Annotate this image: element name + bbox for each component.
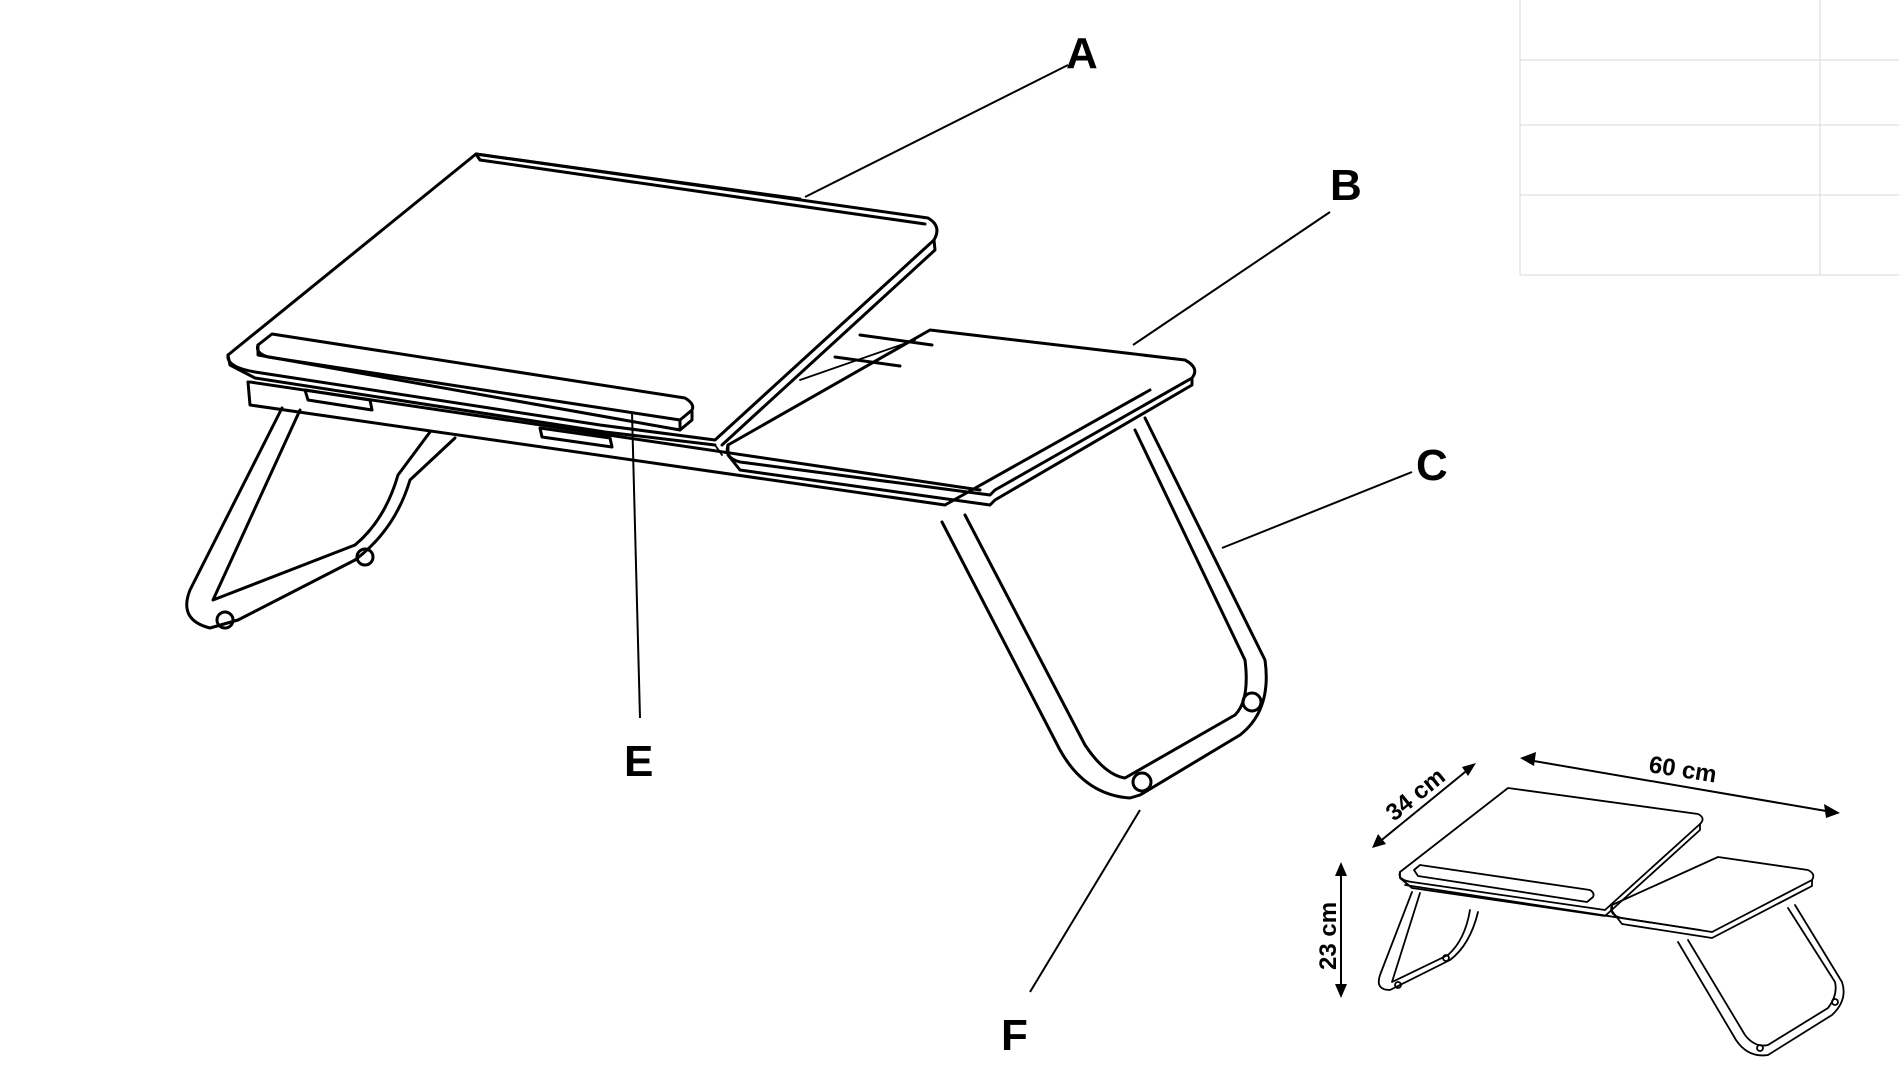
callout-a: A	[804, 29, 1098, 198]
dimension-thumbnail: 60 cm 34 cm 23 cm	[1315, 751, 1845, 1057]
leader-line-f	[1029, 809, 1141, 993]
leader-line-e	[631, 411, 641, 719]
depth-dimension-arrow	[1372, 763, 1476, 848]
label-b: B	[1330, 161, 1362, 210]
label-f: F	[1001, 1011, 1028, 1060]
width-dimension-arrow	[1520, 752, 1840, 818]
tilting-top-panel	[226, 152, 939, 456]
leader-line-c	[1221, 471, 1413, 549]
label-e: E	[624, 737, 653, 786]
depth-dimension-label: 34 cm	[1381, 763, 1451, 827]
under-frame	[246, 380, 1152, 507]
label-a: A	[1066, 29, 1098, 78]
leader-line-b	[1132, 211, 1331, 346]
callout-e: E	[624, 411, 653, 786]
leader-line-a	[804, 64, 1069, 198]
height-dimension-label: 23 cm	[1315, 902, 1342, 970]
callout-b: B	[1132, 161, 1362, 346]
left-leg	[185, 406, 457, 630]
faint-watermark-grid	[1519, 0, 1899, 276]
fixed-side-panel	[725, 328, 1197, 507]
label-c: C	[1416, 441, 1448, 490]
main-desk-drawing	[185, 152, 1268, 800]
callout-f: F	[1001, 809, 1141, 1060]
book-rest-stopper	[256, 332, 695, 432]
height-dimension-arrow	[1335, 862, 1347, 998]
right-leg	[940, 416, 1268, 800]
callout-c: C	[1221, 441, 1448, 549]
